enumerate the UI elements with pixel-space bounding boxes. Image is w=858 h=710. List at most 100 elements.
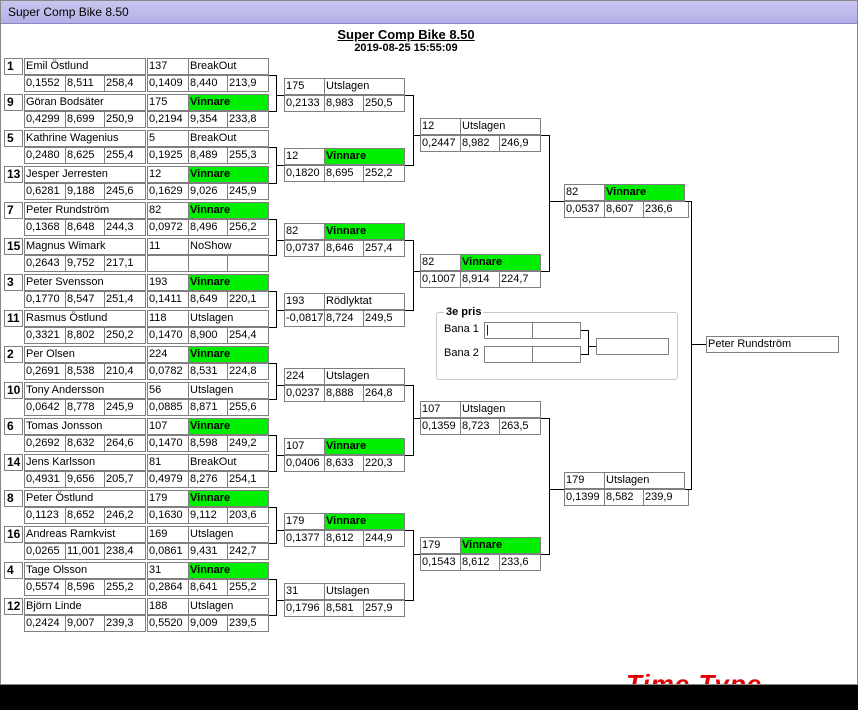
stat-cell[interactable]: 0,2692 (24, 435, 66, 452)
bike-number[interactable]: 81 (147, 454, 189, 471)
bike-number[interactable]: 11 (147, 238, 189, 255)
stat-cell[interactable]: 0,1123 (24, 507, 66, 524)
stat-cell[interactable]: 0,1007 (420, 271, 461, 288)
stat-cell[interactable] (188, 255, 228, 272)
result-status[interactable]: Utslagen (324, 78, 405, 95)
stat-cell[interactable]: 8,914 (460, 271, 500, 288)
result-status[interactable]: Vinnare (188, 274, 269, 291)
rider-name[interactable]: Per Olsen (24, 346, 146, 363)
stat-cell[interactable]: 8,652 (65, 507, 105, 524)
stat-cell[interactable]: 255,4 (104, 147, 146, 164)
stat-cell[interactable]: 8,900 (188, 327, 228, 344)
stat-cell[interactable]: 0,1630 (147, 507, 189, 524)
stat-cell[interactable]: 0,1925 (147, 147, 189, 164)
result-status[interactable]: Vinnare (324, 513, 405, 530)
stat-cell[interactable]: 9,656 (65, 471, 105, 488)
lane2-result-field[interactable] (532, 346, 581, 363)
rider-name[interactable]: Göran Bodsäter (24, 94, 146, 111)
stat-cell[interactable]: 217,1 (104, 255, 146, 272)
stat-cell[interactable]: 8,496 (188, 219, 228, 236)
stat-cell[interactable]: 0,0265 (24, 543, 66, 560)
result-status[interactable]: Utslagen (604, 472, 685, 489)
stat-cell[interactable]: 255,3 (227, 147, 269, 164)
stat-cell[interactable]: 254,1 (227, 471, 269, 488)
stat-cell[interactable]: 0,2424 (24, 615, 66, 632)
stat-cell[interactable]: 249,5 (363, 310, 405, 327)
stat-cell[interactable]: 205,7 (104, 471, 146, 488)
stat-cell[interactable]: 250,9 (104, 111, 146, 128)
stat-cell[interactable]: 257,4 (363, 240, 405, 257)
rider-name[interactable]: Magnus Wimark (24, 238, 146, 255)
stat-cell[interactable]: 8,582 (604, 489, 644, 506)
stat-cell[interactable]: 9,007 (65, 615, 105, 632)
stat-cell[interactable]: 9,752 (65, 255, 105, 272)
stat-cell[interactable]: 0,1470 (147, 327, 189, 344)
stat-cell[interactable]: 245,6 (104, 183, 146, 200)
stat-cell[interactable]: 8,871 (188, 399, 228, 416)
bike-number[interactable]: 31 (147, 562, 189, 579)
stat-cell[interactable]: 8,440 (188, 75, 228, 92)
stat-cell[interactable]: 11,001 (65, 543, 105, 560)
stat-cell[interactable] (147, 255, 189, 272)
result-status[interactable]: BreakOut (188, 454, 269, 471)
stat-cell[interactable]: 246,9 (499, 135, 541, 152)
stat-cell[interactable]: 8,612 (324, 530, 364, 547)
stat-cell[interactable]: 9,112 (188, 507, 228, 524)
stat-cell[interactable]: 9,431 (188, 543, 228, 560)
bike-number[interactable]: 179 (564, 472, 605, 489)
stat-cell[interactable]: 239,3 (104, 615, 146, 632)
stat-cell[interactable]: 8,598 (188, 435, 228, 452)
stat-cell[interactable]: 8,778 (65, 399, 105, 416)
stat-cell[interactable]: 0,1796 (284, 600, 325, 617)
stat-cell[interactable]: 8,646 (324, 240, 364, 257)
result-status[interactable]: BreakOut (188, 130, 269, 147)
stat-cell[interactable]: 244,3 (104, 219, 146, 236)
stat-cell[interactable]: 0,1377 (284, 530, 325, 547)
bike-number[interactable]: 179 (284, 513, 325, 530)
stat-cell[interactable]: 8,983 (324, 95, 364, 112)
stat-cell[interactable]: 0,2133 (284, 95, 325, 112)
bike-number[interactable]: 175 (147, 94, 189, 111)
result-status[interactable]: Utslagen (460, 401, 541, 418)
lane1-number-field[interactable]: | (484, 322, 533, 339)
stat-cell[interactable]: 8,695 (324, 165, 364, 182)
bike-number[interactable]: 82 (147, 202, 189, 219)
stat-cell[interactable]: 0,0885 (147, 399, 189, 416)
stat-cell[interactable]: 203,6 (227, 507, 269, 524)
stat-cell[interactable]: 0,2447 (420, 135, 461, 152)
stat-cell[interactable]: 239,9 (643, 489, 689, 506)
stat-cell[interactable]: 220,1 (227, 291, 269, 308)
third-place-winner-field[interactable] (596, 338, 669, 355)
bike-number[interactable]: 107 (284, 438, 325, 455)
stat-cell[interactable]: 8,511 (65, 75, 105, 92)
stat-cell[interactable]: 0,1552 (24, 75, 66, 92)
stat-cell[interactable]: 210,4 (104, 363, 146, 380)
stat-cell[interactable]: 264,8 (363, 385, 405, 402)
stat-cell[interactable]: 8,888 (324, 385, 364, 402)
bike-number[interactable]: 107 (420, 401, 461, 418)
rider-name[interactable]: Tomas Jonsson (24, 418, 146, 435)
stat-cell[interactable]: 0,0237 (284, 385, 325, 402)
bike-number[interactable]: 179 (420, 537, 461, 554)
result-status[interactable]: Vinnare (188, 346, 269, 363)
stat-cell[interactable]: 245,9 (104, 399, 146, 416)
rider-name[interactable]: Emil Östlund (24, 58, 146, 75)
result-status[interactable]: Utslagen (188, 310, 269, 327)
stat-cell[interactable]: 9,188 (65, 183, 105, 200)
result-status[interactable]: Vinnare (188, 202, 269, 219)
bike-number[interactable]: 82 (420, 254, 461, 271)
stat-cell[interactable]: 0,5520 (147, 615, 189, 632)
stat-cell[interactable]: 0,5574 (24, 579, 66, 596)
result-status[interactable]: Vinnare (188, 94, 269, 111)
rider-name[interactable]: Peter Svensson (24, 274, 146, 291)
stat-cell[interactable]: 8,276 (188, 471, 228, 488)
stat-cell[interactable]: 0,2643 (24, 255, 66, 272)
stat-cell[interactable]: 8,648 (65, 219, 105, 236)
stat-cell[interactable]: 0,3321 (24, 327, 66, 344)
stat-cell[interactable]: 238,4 (104, 543, 146, 560)
stat-cell[interactable]: 9,026 (188, 183, 228, 200)
result-status[interactable]: Rödlyktat (324, 293, 405, 310)
rider-name[interactable]: Jesper Jerresten (24, 166, 146, 183)
bike-number[interactable]: 82 (284, 223, 325, 240)
stat-cell[interactable]: 0,1359 (420, 418, 461, 435)
